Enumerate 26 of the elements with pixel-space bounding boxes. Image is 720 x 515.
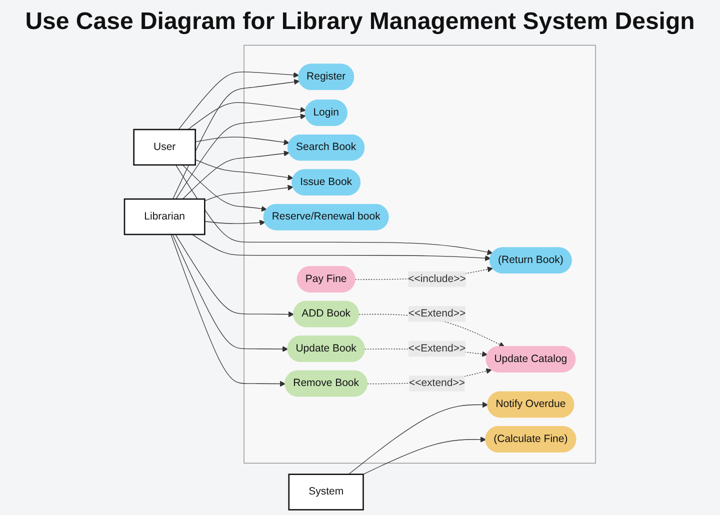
arrow	[195, 159, 294, 180]
edge-label: <<extend>>	[408, 378, 465, 389]
arrow	[172, 234, 288, 352]
arrow	[178, 72, 300, 130]
arrow	[172, 79, 300, 200]
arrow	[192, 234, 491, 262]
arrow	[204, 184, 294, 202]
arrow	[188, 102, 306, 130]
diagram-title: Use Case Diagram for Library Management System Design	[25, 8, 695, 36]
arrow	[182, 150, 290, 200]
arrow	[348, 402, 488, 475]
arrow	[175, 164, 493, 256]
arrow	[362, 436, 486, 475]
edge-label: <<Extend>>	[408, 342, 466, 354]
arrow	[195, 136, 290, 146]
arrow	[182, 164, 267, 212]
node-box: System	[288, 474, 364, 510]
arrow	[175, 234, 294, 318]
arrow	[176, 114, 306, 200]
node-box: User	[133, 128, 196, 166]
edge-label: <<include>>	[408, 273, 466, 284]
cluster	[244, 44, 596, 464]
edge-label: <<Extend>>	[408, 308, 466, 320]
arrow	[170, 234, 286, 387]
node-box: Librarian	[124, 198, 206, 236]
arrow	[204, 220, 266, 226]
